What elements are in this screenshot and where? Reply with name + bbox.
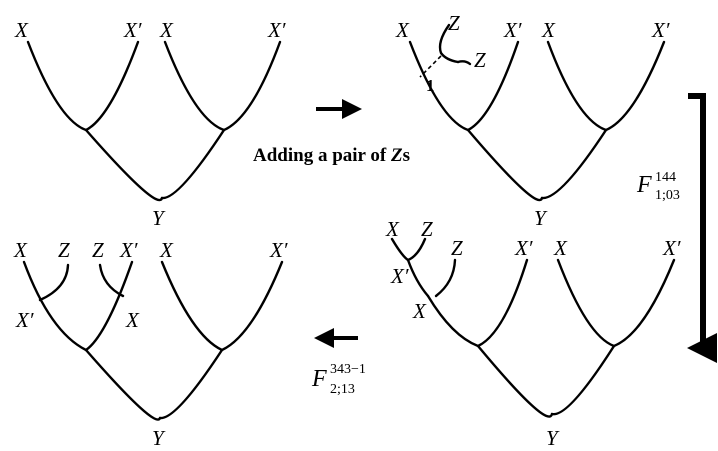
move-f1: F xyxy=(636,172,652,198)
dashed-connector xyxy=(419,55,442,78)
label-z: Z xyxy=(92,238,104,262)
diagram-top-right: X X′ X X′ Z Z 1 Y xyxy=(395,11,670,230)
edge xyxy=(26,40,88,132)
label-x-prime: X′ xyxy=(267,18,286,42)
edge xyxy=(476,344,554,418)
label-x-prime: X′ xyxy=(514,236,533,260)
edge xyxy=(84,40,140,132)
edge xyxy=(158,348,224,420)
label-x: X xyxy=(13,238,28,262)
label-z: Z xyxy=(58,238,70,262)
label-x-prime: X′ xyxy=(651,18,670,42)
edge xyxy=(556,258,616,348)
label-z: Z xyxy=(451,236,463,260)
label-one: 1 xyxy=(426,76,435,95)
edge xyxy=(84,348,162,421)
label-x-prime: X′ xyxy=(15,308,34,332)
label-x: X xyxy=(553,236,568,260)
label-x-prime: X′ xyxy=(119,238,138,262)
label-z: Z xyxy=(421,217,433,241)
move-f2: F xyxy=(311,366,327,392)
edge xyxy=(163,40,226,132)
caption-adding-pair: Adding a pair of Zs xyxy=(253,145,410,166)
edge xyxy=(84,260,134,352)
move-f2-sub: 2;13 xyxy=(330,382,355,397)
diagram-bottom-right: X Z Z X′ X X′ X X′ Y xyxy=(385,217,681,450)
edge xyxy=(476,258,529,348)
bracket-arrow xyxy=(687,93,717,363)
label-x: X xyxy=(125,308,140,332)
edge xyxy=(84,128,164,202)
edge xyxy=(390,237,410,262)
label-x: X xyxy=(14,18,29,42)
edge xyxy=(98,263,125,298)
edge xyxy=(466,40,520,132)
diagram-bottom-left: X Z Z X′ X X′ X′ X Y xyxy=(13,238,288,450)
z-pair-stem xyxy=(438,23,460,64)
edge xyxy=(406,237,427,262)
label-y: Y xyxy=(546,426,560,450)
label-z: Z xyxy=(448,11,460,35)
edge xyxy=(434,258,457,298)
diagram-top-left: X X′ X X′ Y xyxy=(14,18,286,230)
label-x-prime: X′ xyxy=(503,18,522,42)
label-x: X xyxy=(159,18,174,42)
edge xyxy=(550,344,616,416)
label-x: X xyxy=(385,217,400,241)
move-f1-sub: 1;03 xyxy=(655,188,680,203)
edge xyxy=(604,40,666,132)
edge xyxy=(160,128,226,200)
label-x-prime: X′ xyxy=(123,18,142,42)
edge xyxy=(426,294,480,348)
label-x: X xyxy=(159,238,174,262)
edge xyxy=(408,40,470,132)
label-x-prime: X′ xyxy=(662,236,681,260)
edge xyxy=(160,260,224,352)
edge xyxy=(546,40,608,132)
label-y: Y xyxy=(152,206,166,230)
label-x-prime: X′ xyxy=(269,238,288,262)
label-x: X xyxy=(395,18,410,42)
label-y: Y xyxy=(534,206,548,230)
edge xyxy=(406,258,430,298)
label-x: X xyxy=(541,18,556,42)
edge xyxy=(22,260,88,352)
label-y: Y xyxy=(152,426,166,450)
edge xyxy=(540,128,608,200)
edge xyxy=(466,128,544,202)
label-x: X xyxy=(412,299,427,323)
move-f1-sup: 144 xyxy=(655,170,676,185)
label-z: Z xyxy=(474,48,486,72)
z-pair-branch xyxy=(456,60,472,66)
edge xyxy=(222,40,282,132)
move-f2-sup: 343−1 xyxy=(330,362,366,377)
edge xyxy=(38,263,70,302)
label-x-prime: X′ xyxy=(390,264,409,288)
edge xyxy=(612,258,676,348)
edge xyxy=(220,260,284,352)
